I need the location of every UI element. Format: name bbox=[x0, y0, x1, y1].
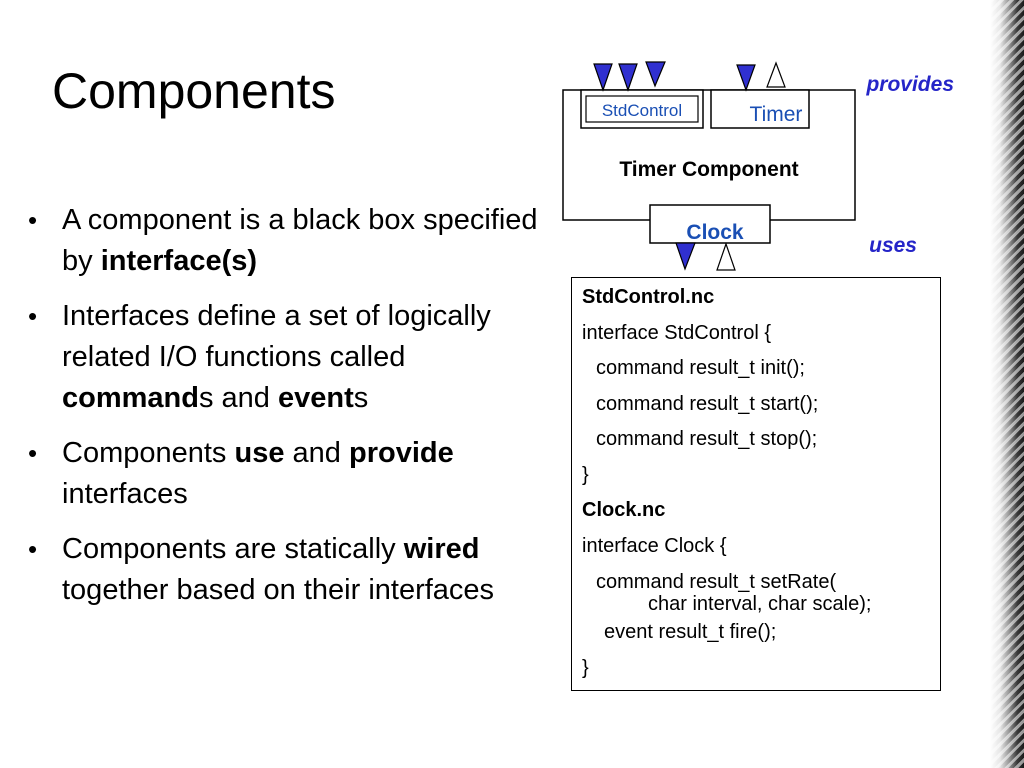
uses-label: uses bbox=[869, 234, 917, 257]
bullet-item: Components are statically wired together… bbox=[28, 529, 558, 611]
stdcontrol-stop-line: command result_t stop(); bbox=[596, 428, 818, 450]
bullet-bold-text: event bbox=[277, 382, 354, 414]
stdcontrol-filename: StdControl.nc bbox=[582, 286, 715, 308]
clock-setrate-line: command result_t setRate( bbox=[596, 571, 837, 593]
clock-command-arrow bbox=[675, 242, 696, 271]
bullet-bold-text: wired bbox=[403, 533, 480, 565]
clock-interface-box bbox=[649, 204, 771, 244]
bullet-text: interfaces bbox=[62, 478, 188, 510]
bullet-text: s bbox=[353, 382, 369, 414]
timer-command-arrow bbox=[736, 64, 756, 92]
bullet-text: s and bbox=[198, 382, 278, 414]
bullet-text: Interfaces define a set of logically rel… bbox=[62, 300, 491, 373]
bullet-text: A component is a black box specified by bbox=[62, 204, 538, 277]
stdcontrol-command-arrow-3 bbox=[645, 61, 666, 88]
bullet-bold-text: provide bbox=[348, 437, 454, 469]
bullet-text: together based on their interfaces bbox=[62, 574, 495, 606]
clock-fire-line: event result_t fire(); bbox=[604, 621, 777, 643]
clock-close-brace: } bbox=[582, 656, 589, 679]
clock-filename: Clock.nc bbox=[582, 499, 666, 521]
stdcontrol-command-arrow-2 bbox=[618, 63, 638, 92]
stdcontrol-init-line: command result_t init(); bbox=[596, 357, 805, 379]
clock-label: Clock bbox=[686, 221, 744, 244]
timer-component-label: Timer Component bbox=[619, 158, 798, 181]
bullet-bold-text: interface(s) bbox=[100, 245, 258, 277]
interface-code-box: StdControl.nc interface StdControl { com… bbox=[571, 277, 941, 691]
stdcontrol-start-line: command result_t start(); bbox=[596, 392, 819, 415]
bullet-text: Components are statically bbox=[62, 533, 404, 565]
clock-declaration: interface Clock { bbox=[582, 534, 727, 557]
stdcontrol-inner-box bbox=[585, 95, 699, 123]
clock-setrate-args: char interval, char scale); bbox=[648, 593, 872, 615]
timer-interface-box bbox=[710, 89, 810, 129]
stdcontrol-command-arrow-1 bbox=[593, 63, 613, 92]
bullet-item: Interfaces define a set of logically rel… bbox=[28, 296, 558, 419]
decorative-edge-strip bbox=[990, 0, 1024, 768]
bullet-item: A component is a black box specified by … bbox=[28, 200, 558, 282]
timer-label: Timer bbox=[750, 103, 803, 126]
bullet-text: and bbox=[284, 437, 349, 469]
timer-event-arrow bbox=[766, 61, 786, 88]
clock-setrate-block: command result_t setRate( char interval,… bbox=[582, 564, 940, 615]
stdcontrol-declaration: interface StdControl { bbox=[582, 321, 771, 344]
stdcontrol-label: StdControl bbox=[602, 101, 682, 120]
bullet-list: A component is a black box specified by … bbox=[28, 200, 558, 625]
bullet-bold-text: use bbox=[234, 437, 285, 469]
bullet-item: Components use and provide interfaces bbox=[28, 433, 558, 515]
stdcontrol-close-brace: } bbox=[582, 463, 589, 486]
bullet-bold-text: command bbox=[62, 382, 199, 414]
provides-label: provides bbox=[865, 73, 954, 96]
slide-title: Components bbox=[52, 63, 336, 119]
clock-event-arrow bbox=[716, 242, 736, 271]
bullet-text: Components bbox=[62, 437, 235, 469]
